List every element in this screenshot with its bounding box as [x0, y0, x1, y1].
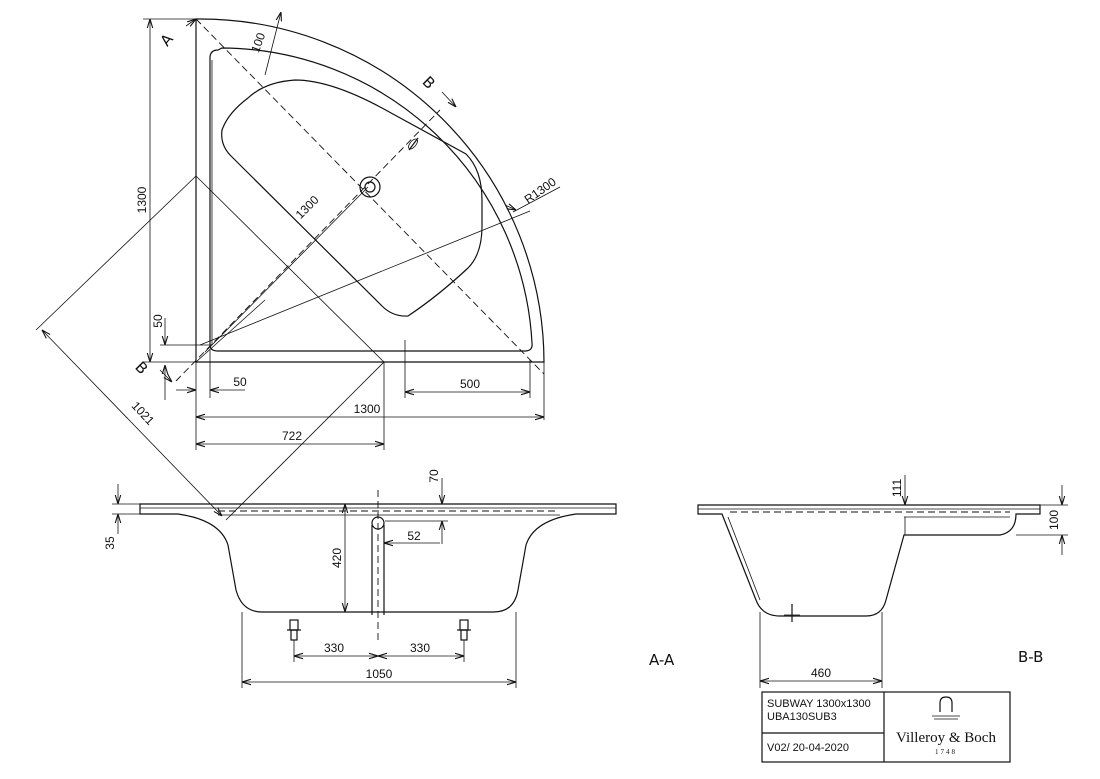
dim-rim-100: 100	[248, 31, 268, 55]
foot-right	[457, 619, 471, 641]
dim-500: 500	[460, 377, 480, 391]
title-model: SUBWAY 1300x1300	[767, 698, 871, 710]
dim-width-1300: 1300	[354, 402, 381, 416]
overflow-slot	[408, 137, 419, 151]
drain-inner	[364, 181, 376, 193]
dim-offset-50-horizontal: 50	[233, 375, 247, 389]
drain-outer	[359, 176, 381, 198]
section-bb-profile	[697, 504, 1041, 617]
dim-1050: 1050	[366, 667, 393, 681]
dim-height-1300: 1300	[135, 186, 149, 213]
section-line-b	[175, 109, 441, 382]
title-code: UBA130SUB3	[767, 711, 837, 723]
section-aa-profile	[139, 503, 617, 613]
dim-722: 722	[282, 429, 302, 443]
dim-420: 420	[330, 548, 344, 568]
title-version: V02/ 20-04-2020	[767, 742, 849, 754]
section-label-aa: A-A	[649, 651, 675, 669]
dim-52: 52	[407, 529, 421, 543]
plan-view: A B B 1300 100 1300 R1300 50 50	[35, 12, 561, 521]
dim-70: 70	[427, 469, 441, 483]
section-marker-b-bottom: B	[131, 358, 151, 378]
plan-outer-outline	[195, 18, 545, 363]
section-label-bb: B-B	[1018, 648, 1043, 666]
dim-35: 35	[103, 536, 117, 550]
section-line-a	[195, 18, 545, 375]
brand-since: 1748	[935, 748, 957, 756]
plan-basin	[221, 79, 483, 317]
dim-330-left: 330	[324, 641, 344, 655]
dim-330-right: 330	[410, 641, 430, 655]
dim-offset-50-vertical: 50	[151, 314, 165, 328]
brand-logo-icon	[932, 696, 960, 720]
foot-left	[287, 619, 301, 641]
dim-diagonal-1300: 1300	[293, 193, 322, 222]
dim-460: 460	[811, 666, 831, 680]
section-marker-a: A	[156, 30, 177, 50]
title-block: SUBWAY 1300x1300 UBA130SUB3 V02/ 20-04-2…	[761, 691, 1011, 763]
section-bb-view: 111 100 460 B-B	[697, 475, 1068, 688]
dim-100-b: 100	[1047, 510, 1061, 530]
section-marker-b-top: B	[419, 73, 439, 93]
dim-111: 111	[890, 479, 904, 498]
section-aa-view: 35 70 52 420 330 330 1050 A-A	[103, 469, 675, 688]
brand-name: Villeroy & Boch	[896, 730, 996, 746]
